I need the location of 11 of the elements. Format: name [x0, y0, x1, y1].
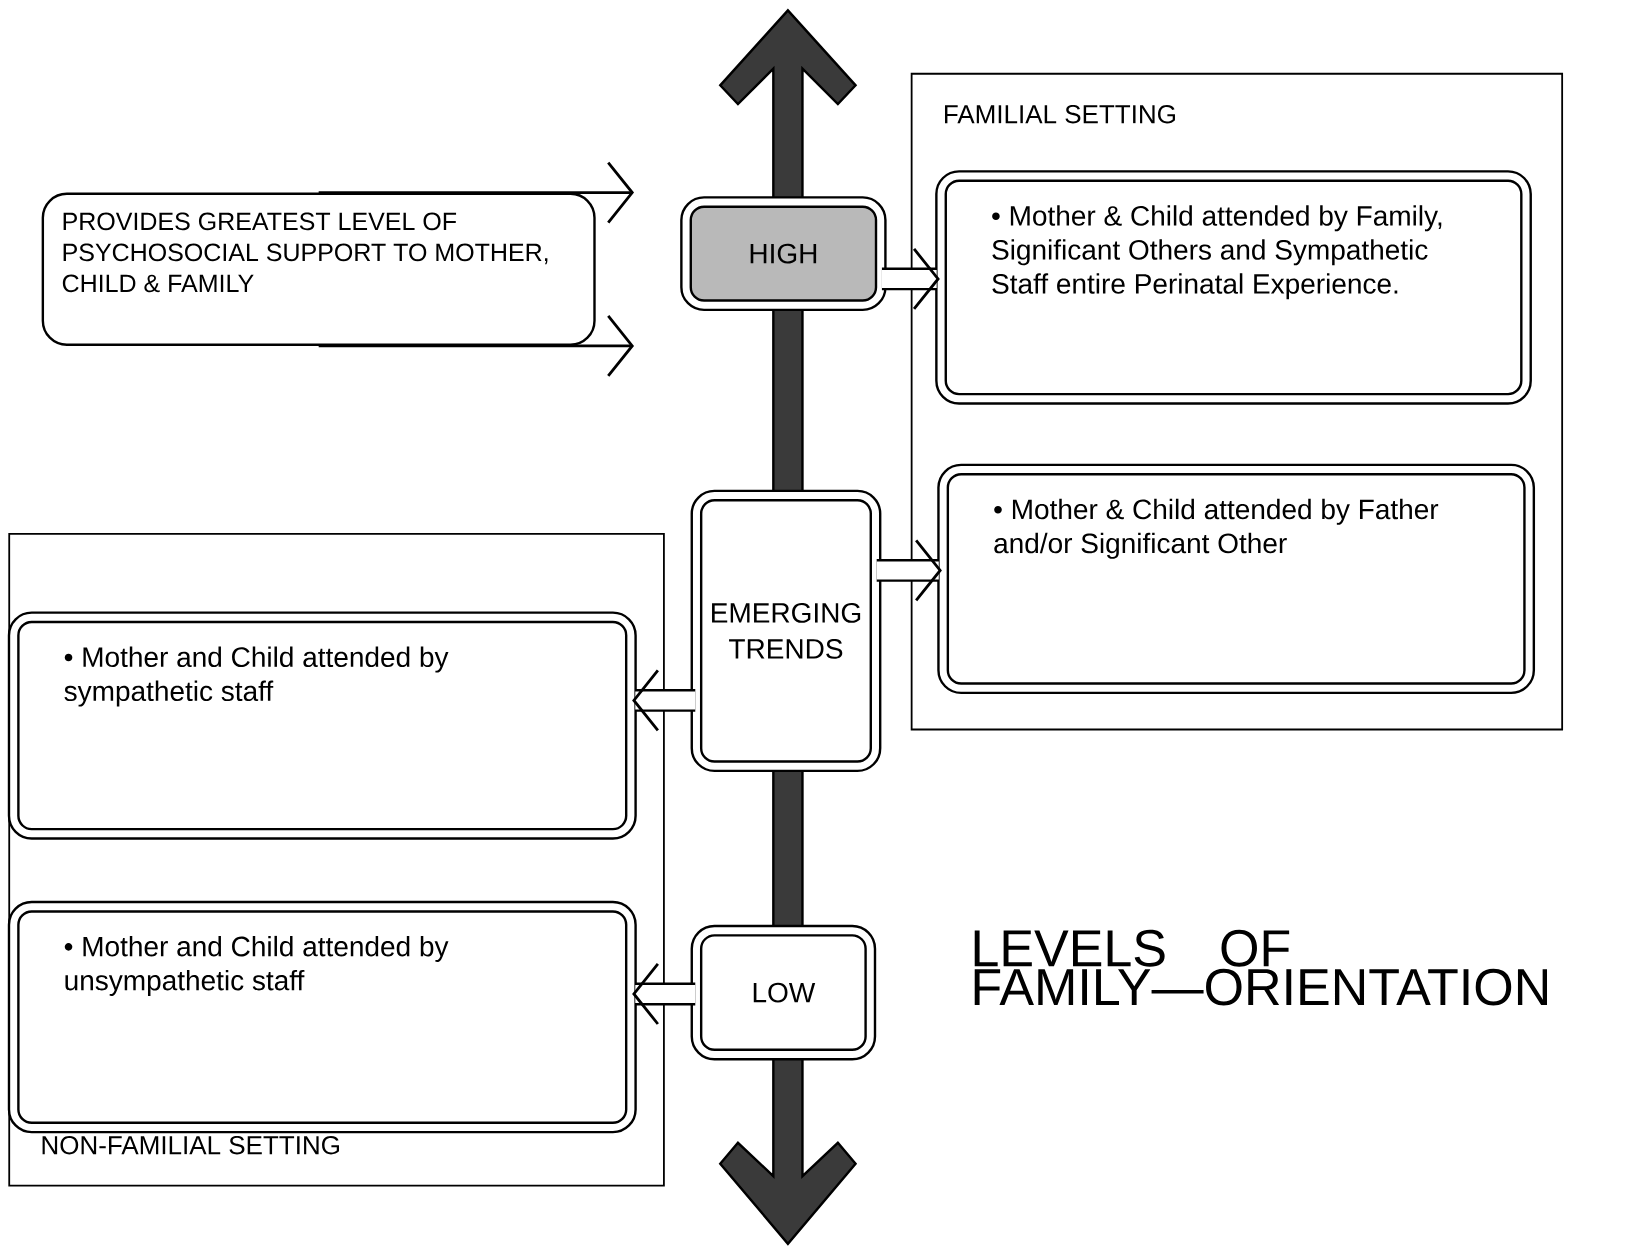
note-box: PROVIDES GREATEST LEVEL OF PSYCHOSOCIAL SUPPORT TO MOTHER, CHILD & FAMILY [41, 192, 596, 346]
description-box: • Mother & Child attended by Father and/or Significant Other [937, 463, 1536, 695]
description-box: • Mother and Child attended by unsympathetic staff [7, 900, 637, 1134]
description-box: • Mother and Child attended by sympathetic staff [7, 611, 637, 840]
level-box: LOW [690, 924, 877, 1061]
level-box: HIGH [680, 196, 887, 312]
level-box: EMERGING TRENDS [690, 489, 882, 773]
title: LEVELS OF FAMILY—ORIENTATION [974, 929, 1547, 1006]
arrow [318, 161, 635, 224]
arrow [318, 315, 635, 377]
description-box: • Mother & Child attended by Family, Significant Others and Sympathetic Staff entire Perinatal Experience. [935, 170, 1532, 405]
